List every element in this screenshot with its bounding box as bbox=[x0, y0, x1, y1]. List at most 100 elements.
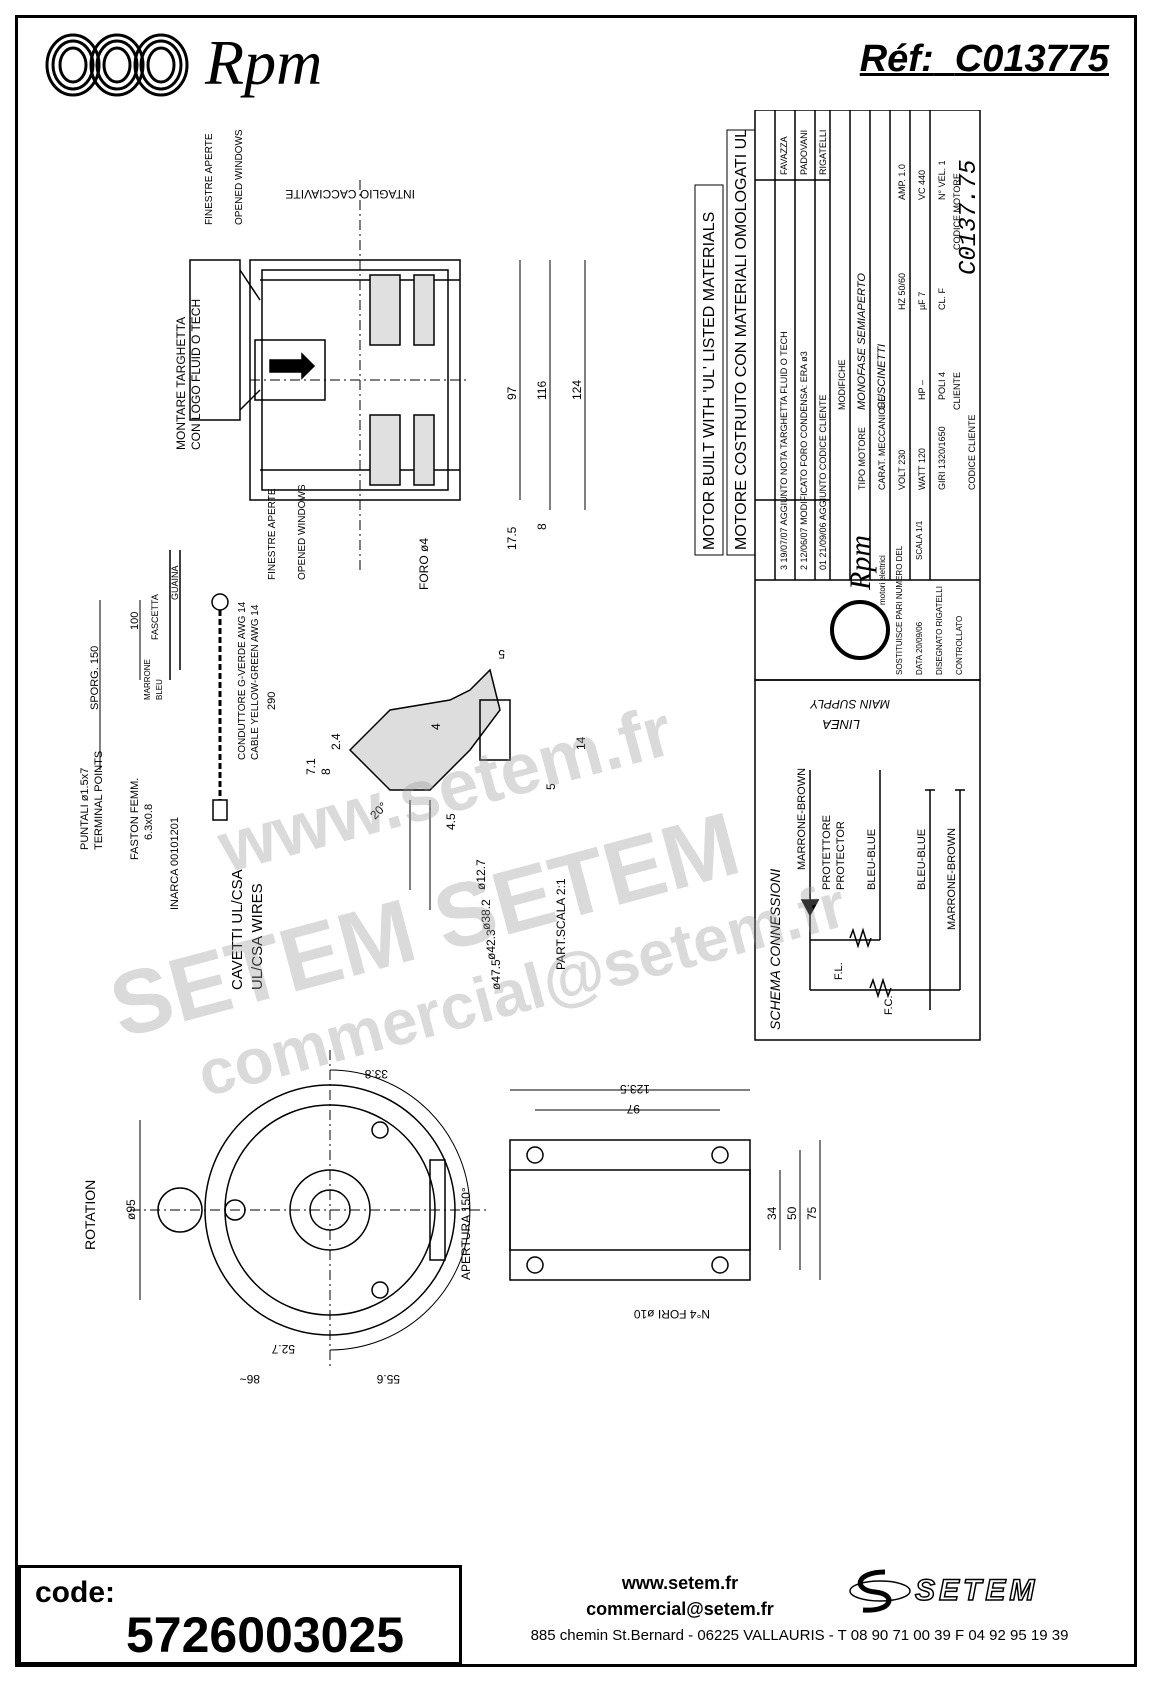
motor-front-view bbox=[130, 1050, 490, 1370]
tipo-motore: MONOFASE SEMIAPERTO bbox=[856, 273, 868, 410]
carat-label: CARAT. MECCANICHE bbox=[877, 396, 887, 490]
dim-116: 116 bbox=[535, 381, 549, 400]
dim-42-3: ø42.3 bbox=[484, 929, 498, 960]
rpm-logo bbox=[45, 33, 189, 97]
watt: WATT 120 bbox=[917, 448, 927, 490]
setem-wordmark: SETEM bbox=[915, 1574, 1038, 1607]
motor-side-view bbox=[189, 180, 586, 570]
cliente-label: CLIENTE bbox=[952, 372, 962, 410]
note-apertura: APERTURA 150° bbox=[459, 1187, 473, 1280]
note-terminal: TERMINAL POINTS bbox=[93, 751, 105, 850]
note-finestre-top: FINESTRE APERTE bbox=[204, 133, 215, 225]
ref-label: Réf: bbox=[859, 38, 934, 80]
disegnato: DISEGNATO RIGATELLI bbox=[935, 586, 944, 675]
dim-7-1: 7.1 bbox=[304, 758, 318, 775]
dim-86: 86~ bbox=[240, 1372, 260, 1386]
note-ul-listed: MOTOR BUILT WITH 'UL' LISTED MATERIALS bbox=[701, 212, 718, 550]
note-faston: FASTON FEMM. bbox=[129, 778, 141, 860]
note-cable: CABLE YELLOW-GREEN AWG 14 bbox=[250, 604, 261, 760]
dim-8b: 8 bbox=[319, 768, 333, 775]
poli: POLI 4 bbox=[937, 372, 947, 400]
contact-web: www.setem.fr commercial@setem.fr bbox=[560, 1570, 800, 1622]
schema-marrone: MARRONE-BROWN bbox=[796, 768, 808, 870]
schema-fl: F.L. bbox=[833, 962, 845, 980]
dim-95: ø95 bbox=[124, 1199, 138, 1220]
box-ul-listed bbox=[694, 184, 724, 556]
dim-75: 75 bbox=[805, 1206, 819, 1220]
dim-123-5: 123.5 bbox=[620, 1082, 650, 1096]
rev-3: 3 19/07/07 AGGIUNTO NOTA TARGHETTA FLUID… bbox=[779, 331, 789, 570]
note-ul-omologati: MOTORE COSTRUITO CON MATERIALI OMOLOGATI… bbox=[733, 129, 750, 550]
bracket-view bbox=[509, 1089, 821, 1281]
lead-wires bbox=[99, 550, 229, 821]
front-view-labels: 33.8 ø95 52.7 86~ 55.6 ROTATION APERTURA… bbox=[82, 1067, 473, 1386]
note-sporg: SPORG. 150 bbox=[89, 646, 101, 710]
note-cavetti: CAVETTI UL/CSA bbox=[229, 869, 246, 990]
data: DATA 20/09/06 bbox=[915, 621, 924, 675]
schema-main-supply: MAIN SUPPLY bbox=[809, 697, 890, 711]
note-inarca: INARCA 00101201 bbox=[169, 817, 181, 910]
note-opened-bottom: OPENED WINDOWS bbox=[297, 484, 308, 580]
dim-4-5: 4.5 bbox=[444, 813, 458, 830]
dim-290: 290 bbox=[266, 692, 278, 710]
brand-name: Rpm bbox=[205, 27, 323, 98]
title-block-brand-sub: motori elettrici bbox=[878, 555, 887, 605]
page-frame bbox=[15, 15, 1137, 1667]
dim-38-2: ø38.2 bbox=[479, 899, 493, 930]
codice-motore-label: CODICE MOTORE bbox=[952, 173, 962, 250]
bearing-labels: 2.4 7.1 8 4 4.5 14 5 5 20° ø12.7 ø38.2 ø… bbox=[304, 647, 588, 990]
note-part-scala: PART.SCALA 2:1 bbox=[554, 878, 568, 970]
title-block-brand: Rpm bbox=[844, 535, 877, 591]
note-intaglio: INTAGLIO CACCIAVITE bbox=[285, 187, 415, 201]
dim-5: 5 bbox=[544, 783, 558, 790]
bearing-detail bbox=[348, 668, 511, 910]
dim-97: 97 bbox=[505, 386, 519, 400]
bracket-labels: 123.5 97 34 50 75 N°4 FORI ø10 bbox=[620, 1082, 819, 1321]
codice-cliente-label: CODICE CLIENTE bbox=[967, 414, 977, 490]
tipo-motore-label: TIPO MOTORE bbox=[857, 427, 867, 490]
note-puntali: PUNTALI ø1.5x7 bbox=[79, 768, 91, 850]
hz: HZ 50/60 bbox=[897, 273, 907, 310]
schema-fc: F.C. bbox=[883, 995, 895, 1015]
wiring-labels: SCHEMA CONNESSIONI LINEA MAIN SUPPLY MAR… bbox=[767, 697, 958, 1030]
code-label: code: bbox=[35, 1576, 116, 1609]
rev-head-modifiche: MODIFICHE bbox=[837, 360, 847, 411]
dim-34: 34 bbox=[765, 1206, 779, 1220]
sostituisce: SOSTITUISCE PARI NUMERO DEL bbox=[895, 545, 904, 675]
dim-97b: 97 bbox=[626, 1102, 640, 1116]
note-faston-size: 6.3x0.8 bbox=[143, 804, 155, 840]
website-link[interactable]: www.setem.fr bbox=[621, 1573, 739, 1593]
volt: VOLT 230 bbox=[897, 450, 907, 490]
dim-52-7: 52.7 bbox=[271, 1342, 295, 1356]
schema-linea: LINEA bbox=[822, 717, 860, 732]
email-link[interactable]: commercial@setem.fr bbox=[586, 1599, 774, 1619]
dim-47-5: ø47.5 bbox=[489, 959, 503, 990]
note-fascetta: FASCETTA bbox=[150, 594, 160, 640]
note-logo: CON LOGO FLUID O TECH bbox=[189, 299, 203, 450]
note-marrone: MARRONE bbox=[143, 659, 152, 700]
reference: Réf: C013775 bbox=[860, 38, 1109, 81]
schema-protettore: PROTETTORE bbox=[821, 815, 833, 890]
note-opened-top: OPENED WINDOWS bbox=[234, 129, 245, 225]
dim-100: 100 bbox=[129, 612, 141, 630]
schema-bleu-2: BLEU-BLUE bbox=[916, 829, 928, 890]
rev-1: 01 21/09/06 AGGIUNTO CODICE CLIENTE bbox=[818, 395, 828, 570]
carat: CUSCINETTI bbox=[876, 344, 888, 410]
code-box: code: 5726003025 bbox=[18, 1565, 462, 1665]
lead-labels: SPORG. 150 100 FASCETTA GUAINA MARRONE B… bbox=[79, 565, 278, 990]
title-block bbox=[754, 110, 981, 681]
dim-4: 4 bbox=[429, 723, 443, 730]
technical-drawing: MONTARE TARGHETTA CON LOGO FLUID O TECH … bbox=[79, 110, 983, 1386]
note-montare: MONTARE TARGHETTA bbox=[174, 317, 188, 450]
note-finestre-bottom: FINESTRE APERTE bbox=[267, 488, 278, 580]
giri: GIRI 1320/1650 bbox=[937, 426, 947, 490]
title-block-text: 3 19/07/07 AGGIUNTO NOTA TARGHETTA FLUID… bbox=[779, 130, 983, 675]
company-address: 885 chemin St.Bernard - 06225 VALLAURIS … bbox=[530, 1627, 1069, 1644]
schema-title: SCHEMA CONNESSIONI bbox=[767, 869, 783, 1030]
rev-3-by: FAVAZZA bbox=[779, 136, 789, 175]
dim-14: 14 bbox=[574, 736, 588, 750]
dim-124: 124 bbox=[570, 380, 584, 400]
note-rotation: ROTATION bbox=[82, 1180, 98, 1250]
amp: AMP. 1.0 bbox=[897, 164, 907, 200]
note-wires: UL/CSA WIRES bbox=[249, 883, 266, 990]
